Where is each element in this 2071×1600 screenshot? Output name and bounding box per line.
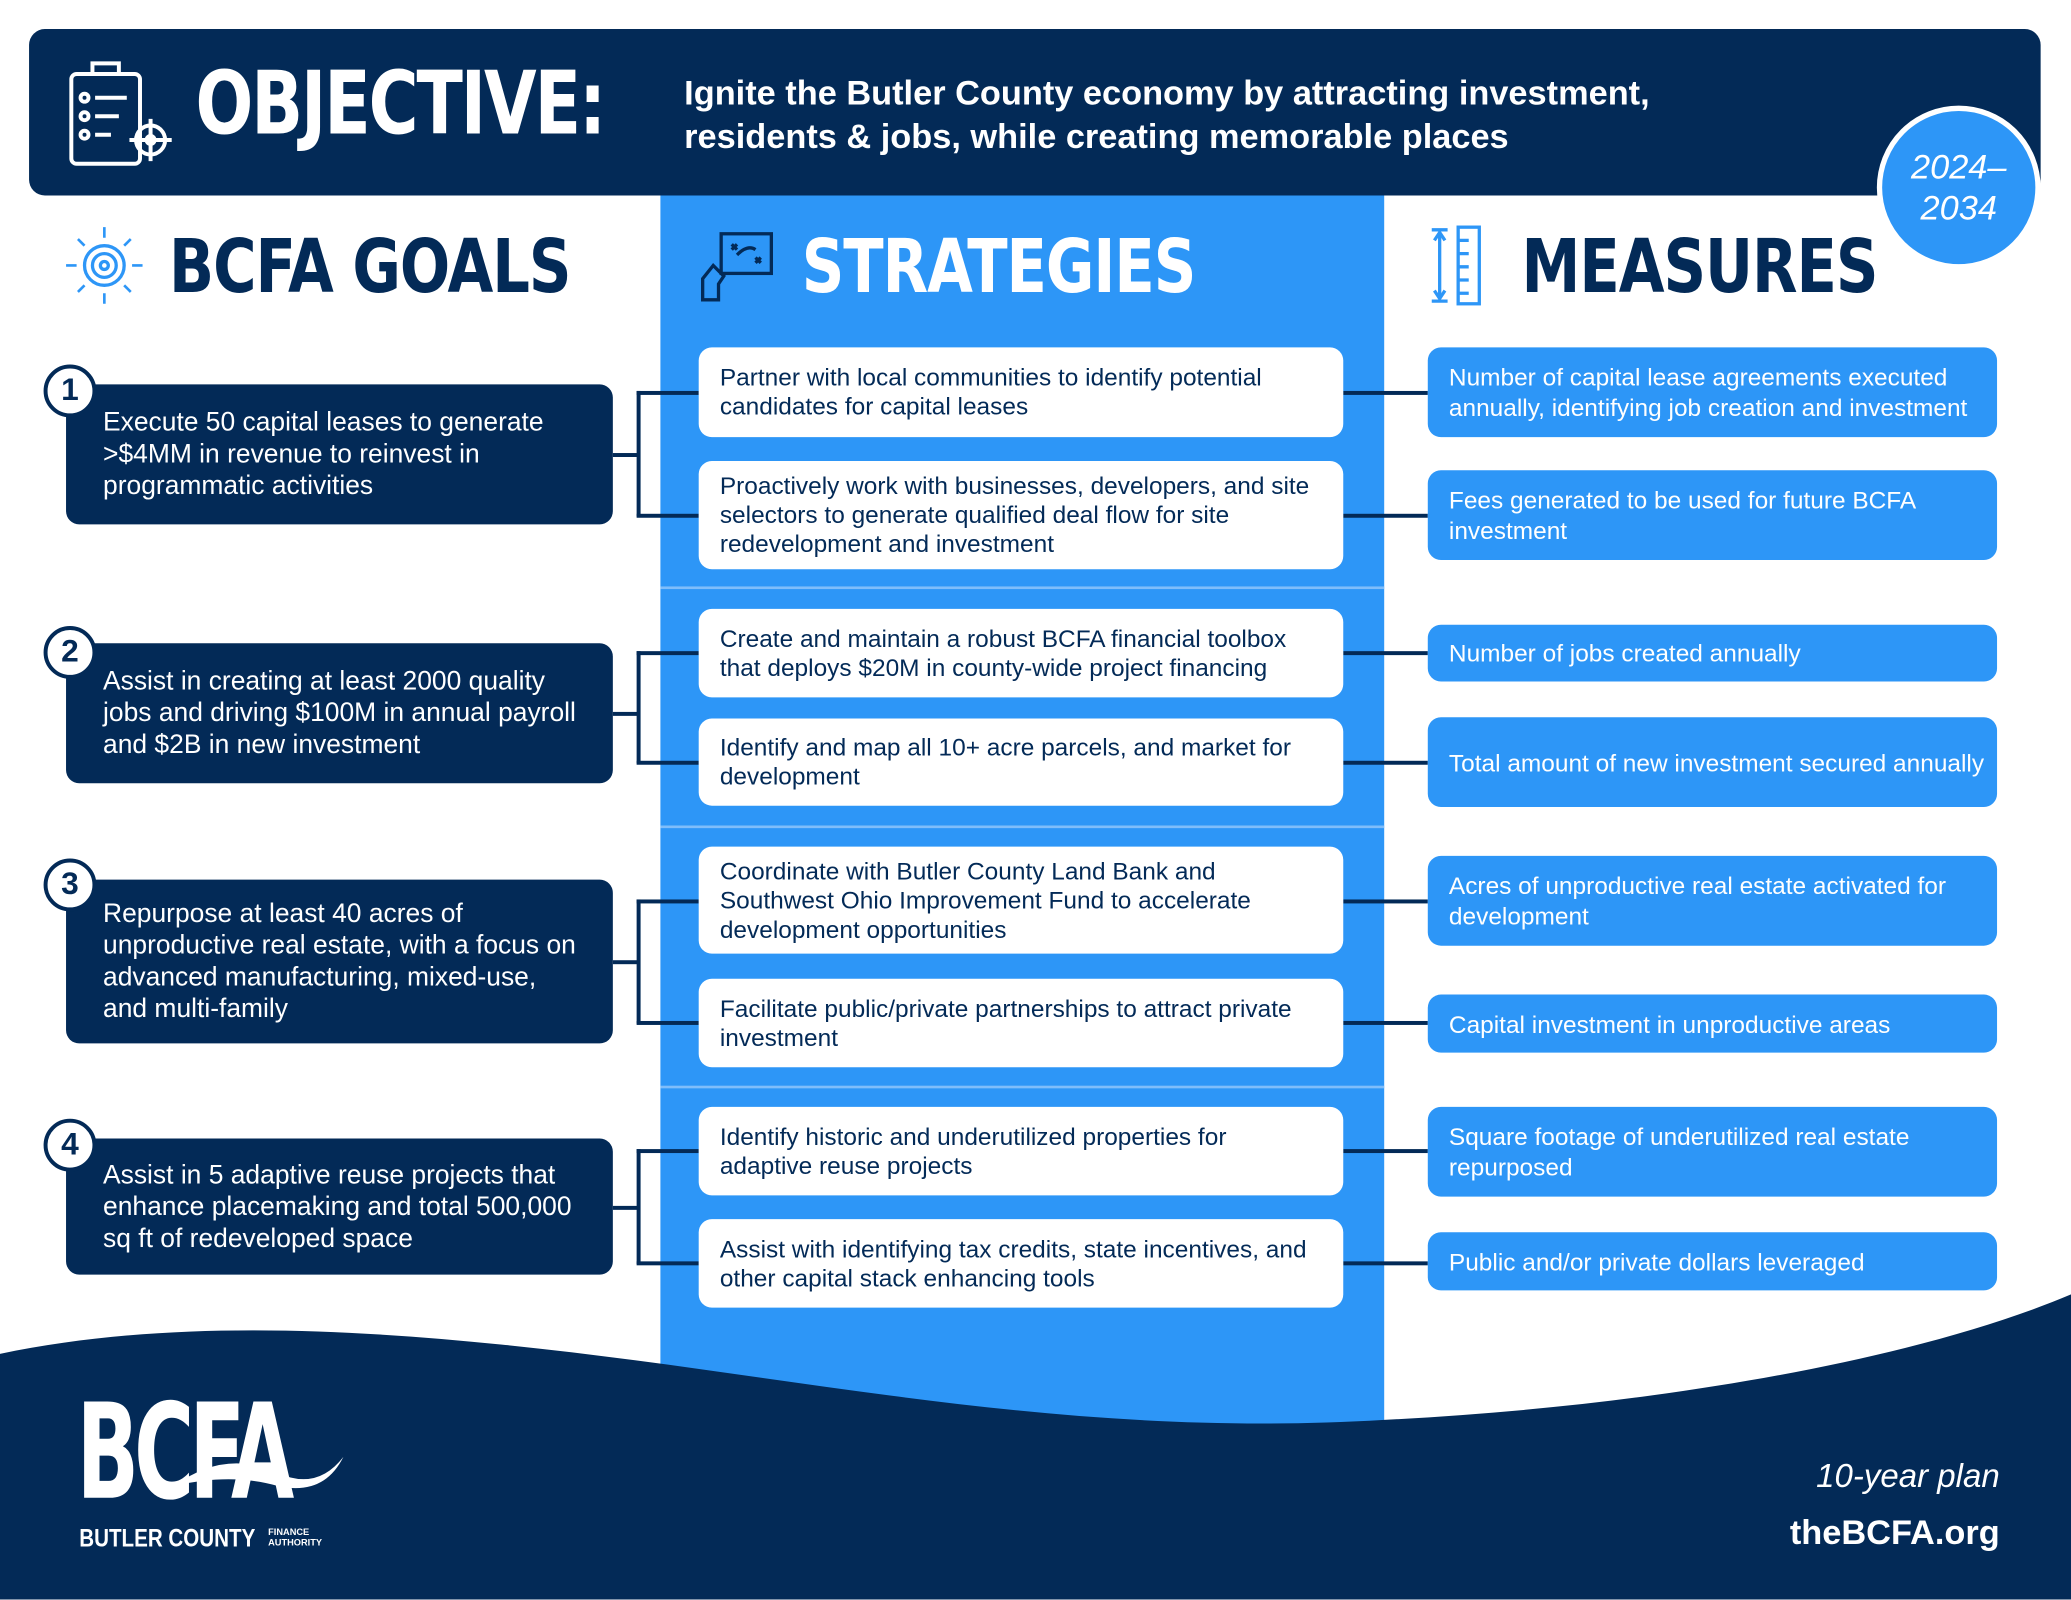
measure-card: Number of jobs created annually [1427,624,1998,682]
goal-number-badge: 1 [43,364,97,418]
website-link[interactable]: theBCFA.org [1789,1512,2000,1552]
measure-text: Acres of unproductive real estate activa… [1448,871,1947,930]
goal-number-badge: 2 [43,626,97,679]
logo-subtitle: BUTLER COUNTY [79,1525,256,1554]
year-badge: 2024–2034 [1876,105,2041,270]
measure-card: Capital investment in unproductive areas [1427,994,1998,1053]
measure-text: Total amount of new investment secured a… [1448,748,1985,776]
goal-text: Assist in 5 adaptive reuse projects that… [103,1160,572,1253]
objective-text: Ignite the Butler County economy by attr… [684,72,1650,156]
strategy-text: Coordinate with Butler County Land Bank … [719,856,1251,943]
strategy-card: Proactively work with businesses, develo… [698,460,1344,570]
objective-title: OBJECTIVE: [195,52,606,155]
measure-card: Fees generated to be used for future BCF… [1427,470,1998,561]
strategy-text: Proactively work with businesses, develo… [719,471,1310,558]
strategy-card: Assist with identifying tax credits, sta… [698,1219,1344,1308]
measure-card: Number of capital lease agreements execu… [1427,347,1998,438]
strategy-text: Create and maintain a robust BCFA financ… [719,624,1287,681]
measure-text: Capital investment in unproductive areas [1448,1009,1891,1038]
measure-text: Fees generated to be used for future BCF… [1448,486,1915,545]
goal-number-badge: 3 [43,858,97,912]
strategy-board-icon [701,232,773,302]
divider [660,1085,1385,1089]
measure-card: Acres of unproductive real estate activa… [1427,855,1998,946]
target-burst-icon [66,227,143,304]
footer-wave [0,1294,2071,1600]
goal-card: Assist in creating at least 2000 quality… [66,643,613,784]
strategy-card: Coordinate with Butler County Land Bank … [698,846,1344,954]
strategy-text: Identify and map all 10+ acre parcels, a… [719,733,1291,790]
strategy-card: Create and maintain a robust BCFA financ… [698,608,1344,698]
year-range: 2024–2034 [1910,146,2007,228]
strategy-card: Facilitate public/private partnerships t… [698,978,1344,1068]
bcfa-logo: BCFA [76,1374,295,1530]
plan-label: 10-year plan [1816,1458,2000,1496]
goal-number-badge: 4 [43,1118,97,1172]
measure-text: Number of jobs created annually [1448,639,1801,668]
measure-text: Public and/or private dollars leveraged [1448,1247,1865,1276]
strategy-text: Partner with local communities to identi… [719,363,1262,421]
goal-card: Execute 50 capital leases to generate >$… [66,384,613,525]
ruler-measure-icon [1431,225,1481,306]
divider [660,825,1385,829]
strategy-card: Identify and map all 10+ acre parcels, a… [698,718,1344,806]
strategy-card: Identify historic and underutilized prop… [698,1106,1344,1196]
strategy-text: Facilitate public/private partnerships t… [719,993,1292,1051]
strategy-card: Partner with local communities to identi… [698,347,1344,438]
measure-card: Total amount of new investment secured a… [1427,717,1998,808]
goal-text: Assist in creating at least 2000 quality… [103,667,576,760]
goal-card: Repurpose at least 40 acres of unproduct… [66,879,613,1044]
measure-text: Number of capital lease agreements execu… [1448,363,1968,422]
logo-subtitle-small: FINANCE AUTHORITY [268,1528,323,1548]
goals-heading: BCFA GOALS [169,224,571,311]
clipboard-target-icon [69,61,172,166]
strategy-text: Assist with identifying tax credits, sta… [719,1234,1307,1292]
goal-text: Repurpose at least 40 acres of unproduct… [103,899,576,1024]
goal-text: Execute 50 capital leases to generate >$… [103,408,544,501]
measure-text: Square footage of underutilized real est… [1448,1122,1910,1181]
strategies-heading: STRATEGIES [801,224,1197,311]
strategy-text: Identify historic and underutilized prop… [719,1122,1227,1179]
measure-card: Public and/or private dollars leveraged [1427,1232,1998,1291]
measure-card: Square footage of underutilized real est… [1427,1106,1998,1197]
logo-swoosh-icon [174,1456,344,1489]
measures-heading: MEASURES [1521,224,1879,311]
goal-card: Assist in 5 adaptive reuse projects that… [66,1138,613,1275]
divider [660,586,1385,590]
objective-header [29,29,2041,196]
